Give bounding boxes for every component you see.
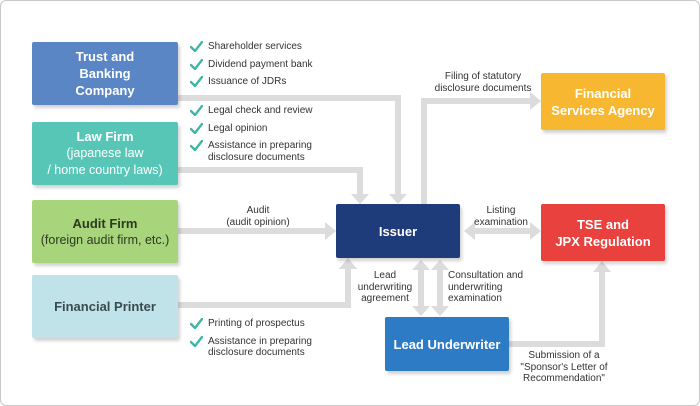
audit-label: Audit (audit opinion) — [226, 205, 290, 228]
checkmark-icon — [190, 335, 203, 347]
filing-arrow-line — [421, 98, 531, 104]
audit-firm-title: Audit Firm — [72, 215, 138, 231]
trust-banking-box: Trust and Banking Company — [32, 42, 178, 105]
audit-firm-subtitle: (foreign audit firm, etc.) — [40, 232, 170, 247]
listing-arrowhead-right — [530, 222, 541, 240]
printer-arrow-line — [345, 268, 351, 308]
trust-arrow-line — [178, 95, 398, 101]
consultation-arrowhead-down — [431, 306, 449, 316]
fsa-box: Financial Services Agency — [541, 73, 665, 130]
law-arrow-line — [178, 167, 362, 173]
law-firm-subtitle: (japanese law / home country laws) — [47, 146, 163, 177]
checklist-item: Shareholder services — [188, 41, 313, 53]
law-arrowhead — [351, 194, 369, 204]
issuer-box: Issuer — [336, 204, 460, 258]
law-firm-title: Law Firm — [76, 129, 134, 144]
submission-arrow-line — [599, 271, 605, 347]
agreement-arrowhead-down — [412, 306, 430, 316]
trust-arrowhead — [389, 194, 407, 204]
printer-arrowhead — [339, 258, 357, 269]
consultation-arrowhead-up — [431, 260, 449, 270]
audit-arrow-line — [178, 228, 326, 234]
listing-arrow-line — [474, 228, 530, 234]
checkmark-icon — [190, 105, 203, 116]
consultation-arrow-line — [437, 270, 443, 306]
checkmark-icon — [190, 140, 203, 151]
listing-label: Listing examination — [474, 205, 528, 228]
submission-label: Submission of a "Sponsor's Letter of Rec… — [520, 350, 608, 384]
checkmark-icon — [190, 58, 203, 70]
filing-label: Filing of statutory disclosure documents — [434, 71, 532, 94]
tse-jpx-box: TSE and JPX Regulation — [541, 204, 665, 261]
law-arrow-line — [357, 167, 363, 195]
submission-arrowhead — [593, 261, 611, 272]
checklist-item: Dividend payment bank — [188, 58, 313, 71]
agreement-arrowhead-up — [412, 260, 430, 270]
lead-agreement-label: Lead underwriting agreement — [357, 270, 413, 304]
checklist-item: Assistance in preparing disclosure docum… — [188, 140, 313, 163]
checkmark-icon — [190, 318, 203, 329]
checklist-item: Legal check and review — [188, 105, 313, 117]
financial-printer-title: Financial Printer — [54, 299, 156, 314]
tse-jpx-title: TSE and JPX Regulation — [555, 216, 651, 249]
checkmark-icon — [190, 76, 203, 87]
filing-arrow-line — [421, 98, 427, 204]
lead-underwriter-title: Lead Underwriter — [393, 336, 501, 352]
checklist-item: Legal opinion — [188, 122, 313, 135]
audit-arrowhead — [325, 222, 336, 240]
issuer-title: Issuer — [378, 223, 418, 239]
trust-banking-title: Trust and Banking Company — [75, 49, 135, 98]
checkmark-icon — [190, 122, 203, 134]
agreement-arrow-line — [418, 270, 424, 306]
checklist-item: Issuance of JDRs — [188, 76, 313, 88]
filing-arrowhead — [530, 92, 541, 110]
checkmark-icon — [190, 41, 203, 52]
checklist-item: Assistance in preparing disclosure docum… — [188, 335, 312, 359]
lead-underwriter-box: Lead Underwriter — [385, 317, 509, 371]
audit-firm-box: Audit Firm (foreign audit firm, etc.) — [32, 200, 178, 263]
consultation-label: Consultation and underwriting examinatio… — [448, 270, 524, 304]
checklist-item: Printing of prospectus — [188, 318, 312, 330]
submission-arrow-line — [509, 341, 605, 347]
trust-arrow-line — [395, 95, 401, 195]
printer-arrow-line — [178, 302, 350, 308]
listing-arrowhead-left — [464, 222, 475, 240]
fsa-title: Financial Services Agency — [551, 85, 655, 118]
financial-printer-box: Financial Printer — [32, 275, 178, 338]
law-firm-box: Law Firm (japanese law / home country la… — [32, 122, 178, 185]
